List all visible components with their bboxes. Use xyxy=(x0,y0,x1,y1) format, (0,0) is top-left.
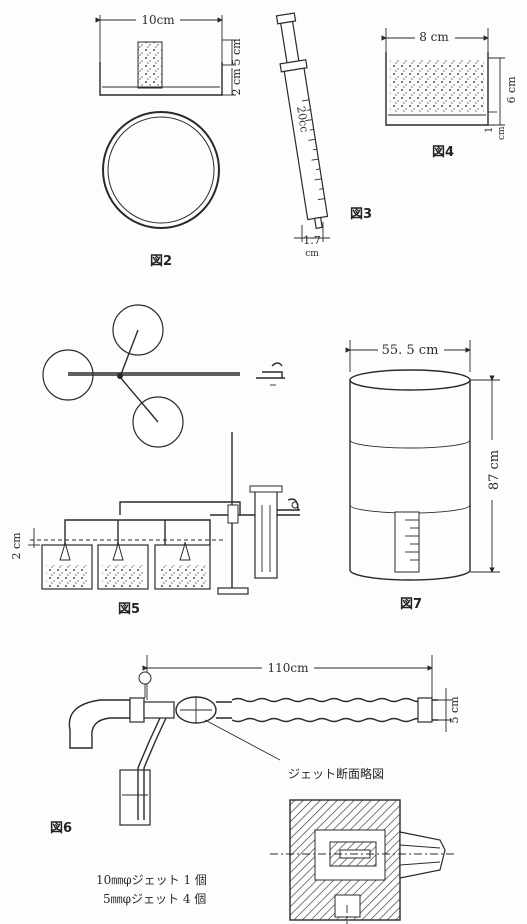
fig4-base-unit: cm xyxy=(497,126,507,140)
fig3-volume-label: 20cc xyxy=(294,105,311,133)
fig7-caption: 図7 xyxy=(400,597,422,612)
figure-3: 20cc 1.7 cm 図3 xyxy=(275,12,372,259)
sand-box xyxy=(385,52,489,126)
fig2-caption: 図2 xyxy=(150,254,172,269)
syringe: 20cc xyxy=(275,12,329,229)
fig4-caption: 図4 xyxy=(432,145,454,160)
fig6-section-title: ジェット断面略図 xyxy=(288,766,384,781)
fig4-width-label: 8 cm xyxy=(419,30,449,44)
burner-apparatus xyxy=(28,432,300,595)
figure-2: 10cm 5 cm 2 cm 図2 xyxy=(95,13,243,269)
fig6-jet-spec-2: 5㎜φジェット 4 個 xyxy=(103,892,206,906)
dish-top-view xyxy=(102,111,220,229)
fig4-base-value: 1 xyxy=(484,127,495,133)
fig6-caption: 図6 xyxy=(50,821,72,836)
drum xyxy=(349,369,471,581)
fig3-diameter-unit: cm xyxy=(305,249,319,259)
fig3-diameter-value: 1.7 xyxy=(303,234,321,247)
jet-cross-section xyxy=(270,799,455,924)
fig4-height-label: 6 cm xyxy=(505,76,518,104)
fig5-height-label: 2 cm xyxy=(10,532,23,560)
fig6-diameter-label: 5 cm xyxy=(448,696,461,724)
figure-7: 55. 5 cm 87 cm 図7 xyxy=(345,340,502,612)
figure-5: 2 cm 図5 xyxy=(10,304,300,617)
fig6-length-label: 110cm xyxy=(267,661,309,675)
nozzle-assembly xyxy=(68,671,438,826)
fig2-top-height-label: 5 cm xyxy=(230,38,243,66)
fig3-caption: 図3 xyxy=(350,207,372,222)
figure-4: 8 cm 6 cm 1 cm 図4 xyxy=(381,28,518,160)
fig7-width-label: 55. 5 cm xyxy=(382,343,439,358)
fig5-caption: 図5 xyxy=(118,602,140,617)
fig6-jet-spec-1: 10㎜φジェット 1 個 xyxy=(96,873,207,887)
fig7-height-label: 87 cm xyxy=(487,450,502,490)
dish-side-view xyxy=(95,15,236,96)
figure-6: 110cm 5 cm ジェット断面略図 xyxy=(50,655,461,924)
fig2-width-label: 10cm xyxy=(141,13,175,27)
fig2-bottom-height-label: 2 cm xyxy=(230,68,243,96)
rotor-top-view xyxy=(42,304,285,448)
